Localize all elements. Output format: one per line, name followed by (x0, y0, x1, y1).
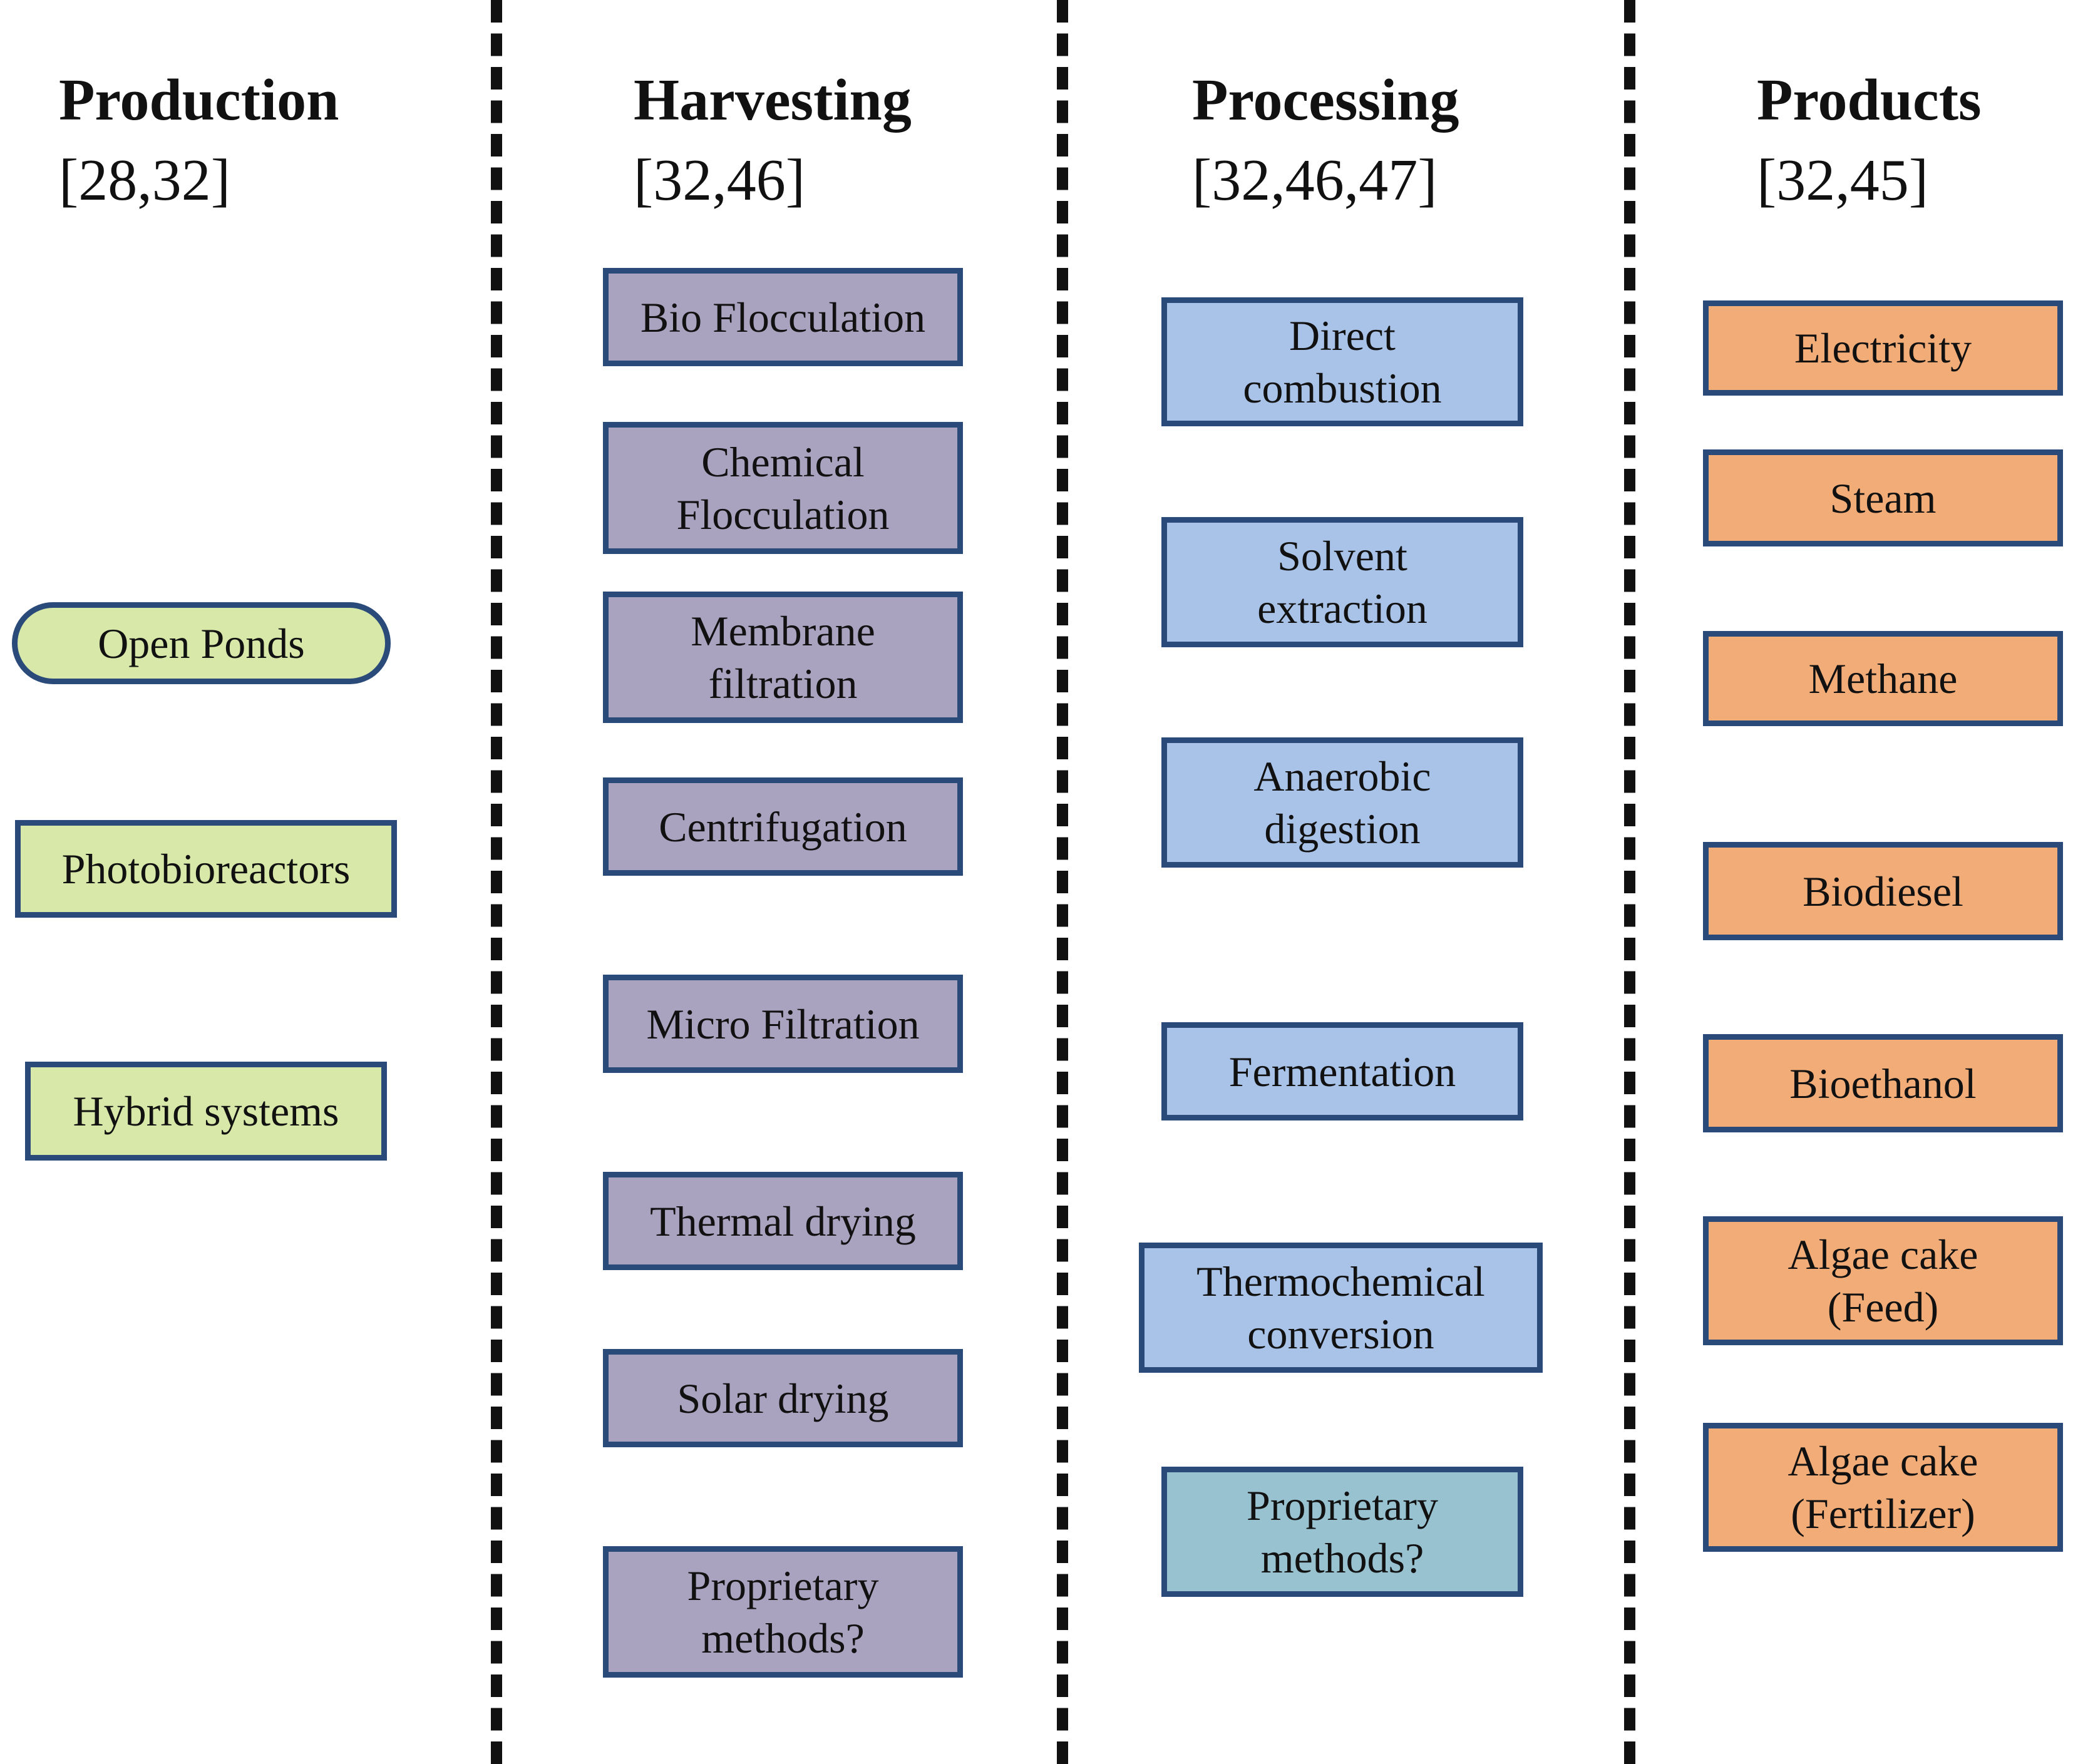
heading-products-title: Products (1757, 68, 1982, 133)
harvesting-proprietary-methods: Proprietary methods? (603, 1546, 963, 1678)
harvesting-micro-filtration: Micro Filtration (603, 975, 963, 1073)
heading-products-refs: [32,45] (1757, 148, 1929, 213)
heading-products: Products [32,45] (1757, 60, 1982, 220)
products-biodiesel: Biodiesel (1703, 842, 2063, 940)
processing-thermochemical-conversion: Thermochemical conversion (1139, 1243, 1543, 1373)
processing-solvent-extraction: Solvent extraction (1161, 517, 1523, 647)
products-bioethanol: Bioethanol (1703, 1034, 2063, 1132)
production-open-ponds: Open Ponds (12, 602, 391, 684)
heading-processing-refs: [32,46,47] (1192, 148, 1438, 213)
harvesting-membrane-filtration: Membrane filtration (603, 592, 963, 723)
column-divider-1 (491, 0, 502, 1764)
processing-proprietary-methods: Proprietary methods? (1161, 1467, 1523, 1597)
heading-production: Production [28,32] (59, 60, 339, 220)
heading-harvesting: Harvesting [32,46] (634, 60, 912, 220)
column-divider-3 (1624, 0, 1635, 1764)
production-photobioreactors: Photobioreactors (15, 820, 397, 918)
heading-harvesting-title: Harvesting (634, 68, 912, 133)
heading-processing: Processing [32,46,47] (1192, 60, 1459, 220)
heading-production-refs: [28,32] (59, 148, 231, 213)
products-algae-cake-fertilizer: Algae cake (Fertilizer) (1703, 1423, 2063, 1552)
heading-production-title: Production (59, 68, 339, 133)
harvesting-chemical-flocculation: Chemical Flocculation (603, 422, 963, 554)
products-electricity: Electricity (1703, 300, 2063, 396)
processing-anaerobic-digestion: Anaerobic digestion (1161, 737, 1523, 868)
harvesting-solar-drying: Solar drying (603, 1349, 963, 1447)
processing-direct-combustion: Direct combustion (1161, 297, 1523, 426)
production-hybrid-systems: Hybrid systems (25, 1062, 387, 1161)
products-algae-cake-feed: Algae cake (Feed) (1703, 1216, 2063, 1345)
processing-fermentation: Fermentation (1161, 1022, 1523, 1120)
column-divider-2 (1057, 0, 1068, 1764)
harvesting-centrifugation: Centrifugation (603, 777, 963, 876)
heading-harvesting-refs: [32,46] (634, 148, 806, 213)
products-methane: Methane (1703, 631, 2063, 726)
harvesting-bio-flocculation: Bio Flocculation (603, 268, 963, 366)
products-steam: Steam (1703, 449, 2063, 546)
harvesting-thermal-drying: Thermal drying (603, 1172, 963, 1270)
heading-processing-title: Processing (1192, 68, 1459, 133)
